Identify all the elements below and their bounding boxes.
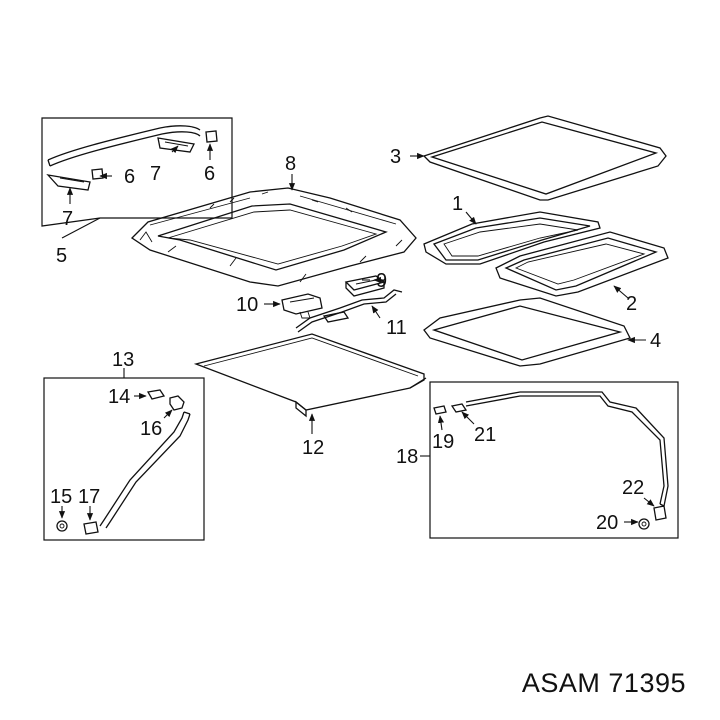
callout-14: 14: [108, 386, 130, 408]
callout-labels: 1 2 3 4 5 6 6 7 7 8 9 10 11 12 13 14 15 …: [50, 146, 661, 534]
callout-16: 16: [140, 418, 162, 440]
part-2-rear-glass: [495, 231, 669, 297]
group-box-5: [41, 117, 233, 239]
callout-2: 2: [626, 293, 637, 315]
part-3-outer-seal: [422, 115, 667, 201]
callout-6b: 6: [204, 163, 215, 185]
part-10-motor: [281, 293, 323, 319]
callout-17: 17: [78, 486, 100, 508]
callout-5: 5: [56, 245, 67, 267]
part-8-sunroof-frame: [130, 187, 417, 287]
callout-20: 20: [596, 512, 618, 534]
callout-3: 3: [390, 146, 401, 168]
part-number-caption: ASAM 71395: [521, 668, 686, 698]
callout-6a: 6: [124, 166, 135, 188]
part-19-21-fittings: [433, 403, 468, 415]
part-1-front-glass: [423, 211, 601, 265]
callout-10: 10: [236, 294, 258, 316]
callout-8: 8: [285, 153, 296, 175]
part-7-track-rails: [46, 125, 201, 191]
leader-lines: [58, 143, 655, 526]
callout-11: 11: [386, 317, 407, 339]
callout-7b: 7: [62, 208, 73, 230]
part-14-16-fittings: [146, 389, 185, 411]
part-20-22-fittings: [638, 505, 667, 530]
callout-21: 21: [474, 424, 496, 446]
callout-7a: 7: [150, 163, 161, 185]
callout-18: 18: [396, 446, 418, 468]
part-4-glass-panel: [423, 297, 631, 367]
callout-13: 13: [112, 349, 134, 371]
group-box-18: [420, 381, 679, 539]
part-9-bracket: [344, 275, 386, 297]
part-11-harness: [295, 289, 403, 333]
part-13-drain-hose-left: [99, 411, 191, 529]
callout-22: 22: [622, 477, 644, 499]
callout-9: 9: [376, 270, 387, 292]
part-15-17-fittings: [56, 520, 99, 535]
callout-4: 4: [650, 330, 661, 352]
callout-15: 15: [50, 486, 72, 508]
callout-1: 1: [452, 193, 463, 215]
callout-19: 19: [432, 431, 454, 453]
group-box-13: [43, 368, 205, 541]
callout-12: 12: [302, 437, 324, 459]
part-12-sunshade: [193, 333, 427, 418]
